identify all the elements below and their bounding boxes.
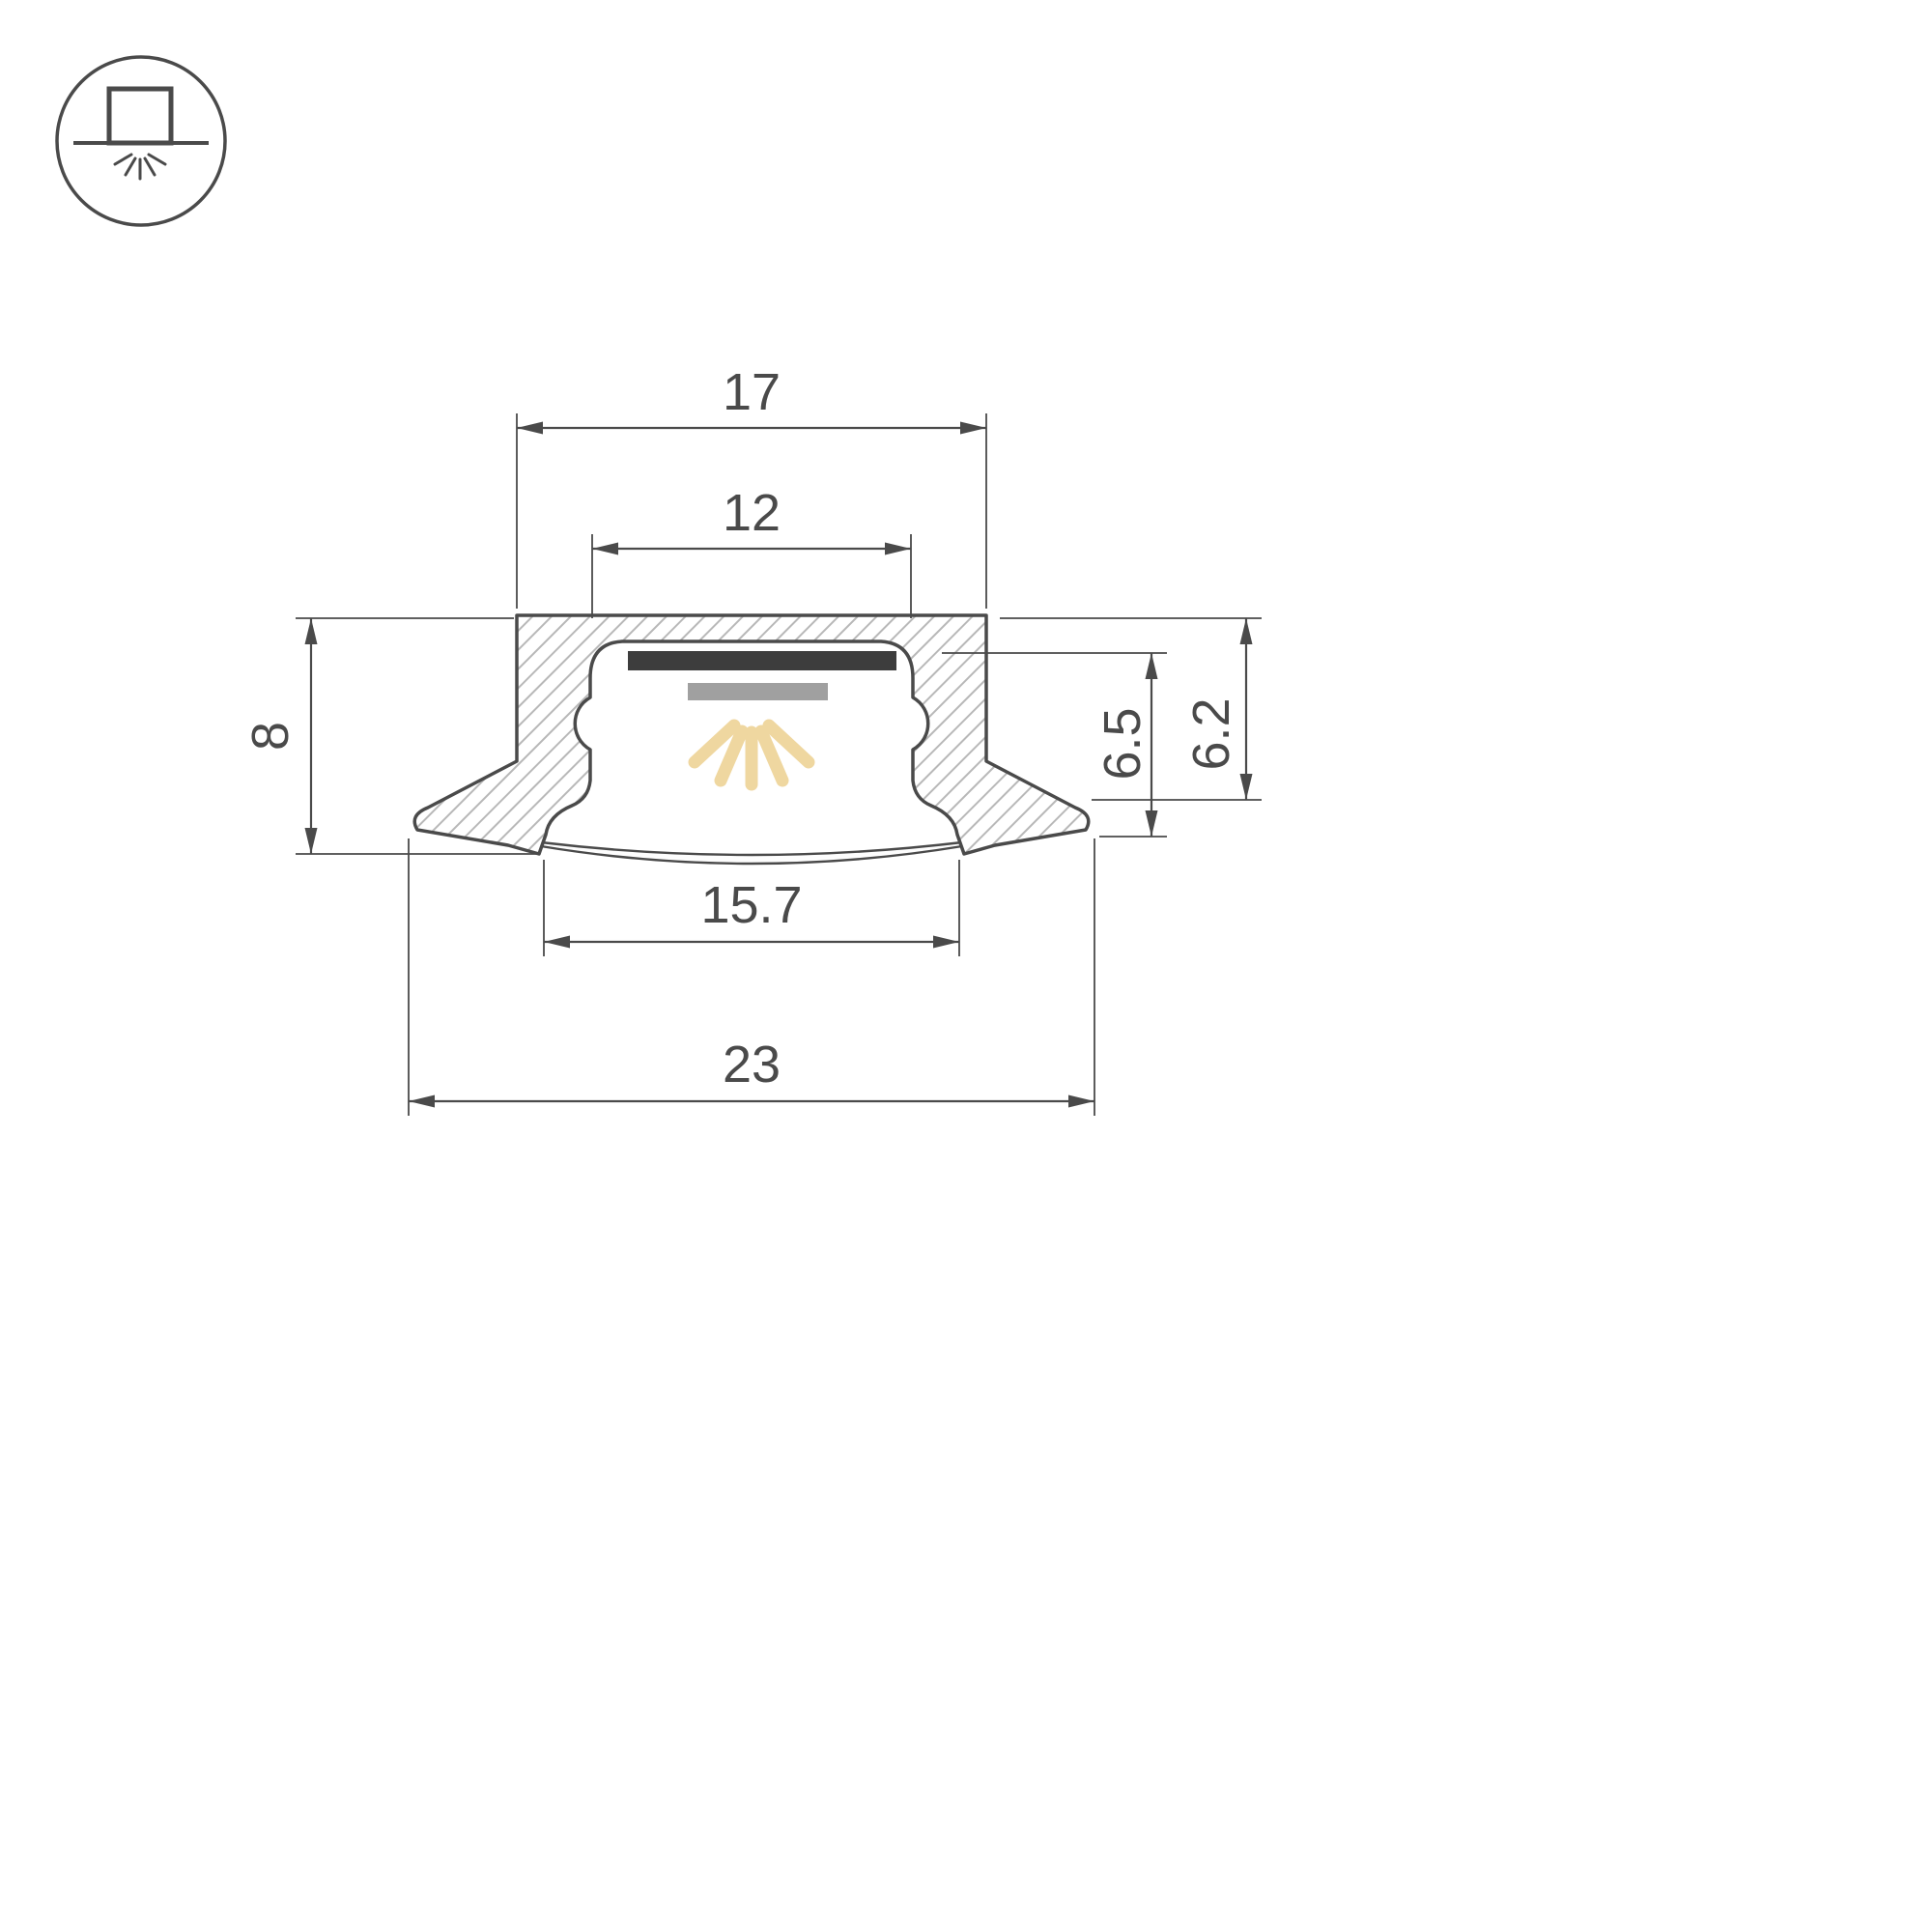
dimension-bottom-width: 15.7 — [543, 860, 960, 956]
diffuser-lens — [539, 840, 964, 866]
dimension-outer-depth: 6.2 — [1000, 617, 1262, 801]
dimension-opening-width: 12 — [591, 484, 912, 618]
aluminum-body — [412, 613, 1091, 856]
icon-light-rays-down — [113, 153, 167, 181]
icon-profile-box — [106, 86, 174, 146]
dimension-left-height: 8 — [242, 617, 539, 855]
dimension-label-12: 12 — [723, 484, 781, 542]
dimension-overall-width: 23 — [408, 838, 1095, 1116]
profile-cross-section — [412, 613, 1091, 866]
led-chip — [688, 683, 828, 700]
dimension-inner-depth: 6.5 — [942, 652, 1167, 838]
icon-circle — [55, 55, 227, 227]
dimension-label-17: 17 — [723, 363, 781, 421]
mount-type-icon — [55, 55, 227, 227]
led-strip-pcb — [628, 651, 896, 670]
dimension-top-width: 17 — [516, 363, 987, 609]
dimension-label-6-2: 6.2 — [1182, 697, 1240, 770]
dimension-label-8: 8 — [242, 722, 299, 751]
light-rays — [688, 719, 815, 791]
dimension-label-23: 23 — [723, 1036, 781, 1094]
dimension-label-15-7: 15.7 — [700, 876, 802, 934]
dimension-label-6-5: 6.5 — [1094, 707, 1151, 780]
